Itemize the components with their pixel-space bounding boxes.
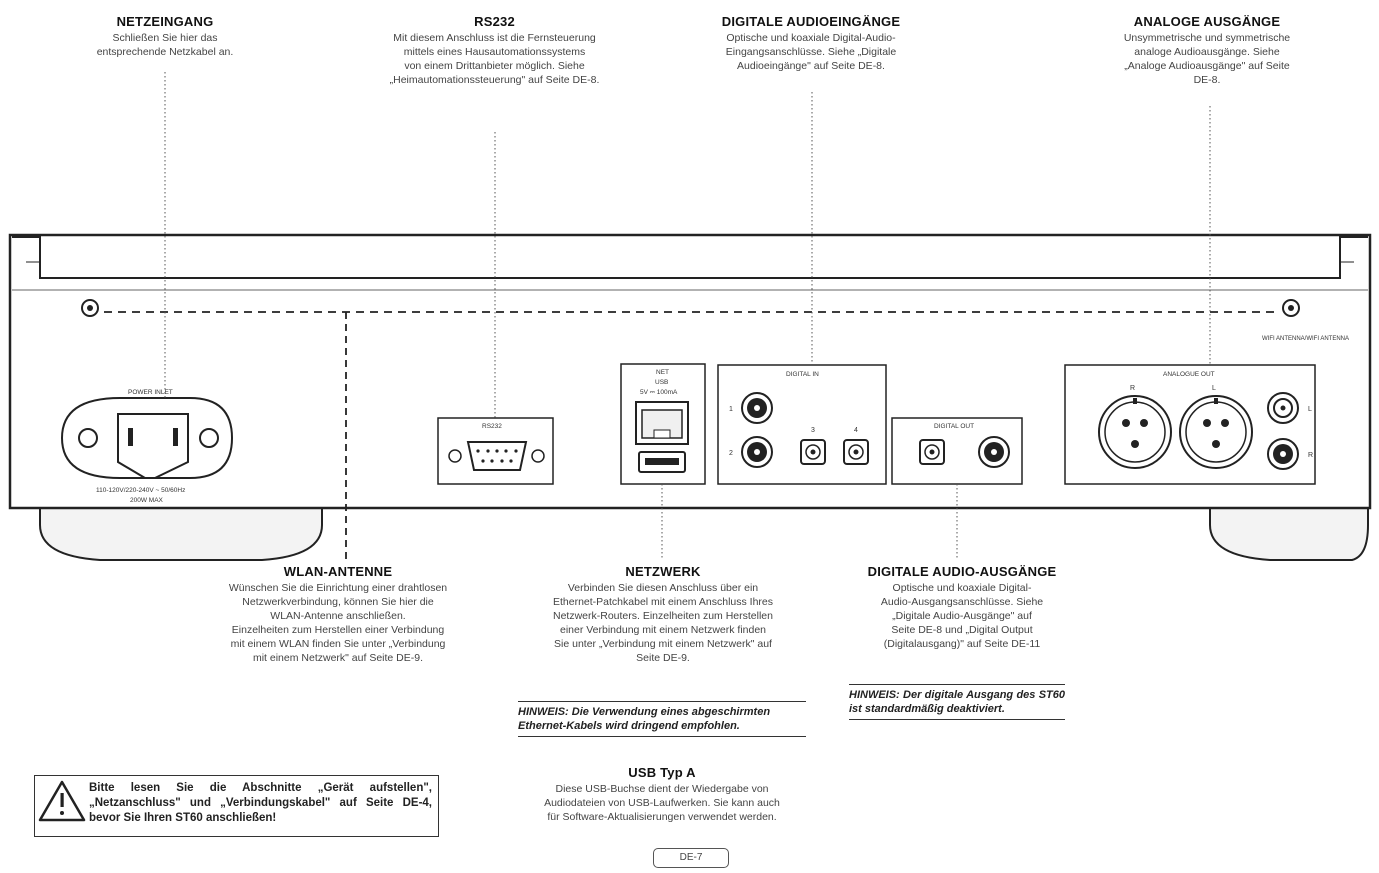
rca-output-right [1267, 438, 1299, 470]
xlr-output-right [1098, 395, 1172, 469]
usb-spec: 5V ⎓ 100mA [640, 389, 678, 396]
ethernet-port [635, 401, 689, 445]
callout-wlan: WLAN-ANTENNE Wünschen Sie die Einrichtun… [188, 564, 488, 665]
warning-box: Bitte lesen Sie die Abschnitte „Gerät au… [34, 775, 439, 837]
coax-input-1 [741, 392, 773, 424]
callout-digital-in-title: DIGITALE AUDIOEINGÄNGE [721, 14, 901, 29]
optical-input-3 [800, 439, 826, 465]
digital-out-label: DIGITAL OUT [934, 423, 974, 430]
callout-rs232: RS232 Mit diesem Anschluss ist die Ferns… [352, 14, 637, 87]
usb-port [638, 451, 686, 473]
callout-network-text: Verbinden Sie diesen Anschluss über ein … [552, 582, 774, 664]
callout-power-title: NETZEINGANG [116, 14, 214, 29]
din-3-label: 3 [811, 427, 815, 434]
callout-wlan-title: WLAN-ANTENNE [283, 564, 393, 579]
digital-in-label: DIGITAL IN [786, 371, 819, 378]
power-spec-1: 110-120V/220-240V ~ 50/60Hz [96, 487, 185, 494]
optical-input-4 [843, 439, 869, 465]
page-number: DE-7 [653, 848, 729, 868]
analogue-out-label: ANALOGUE OUT [1163, 371, 1215, 378]
din-2-label: 2 [729, 450, 733, 457]
callout-usb-text: Diese USB-Buchse dient der Wiedergabe vo… [544, 783, 780, 823]
callout-digital-out-title: DIGITALE AUDIO-AUSGÄNGE [867, 564, 1057, 579]
xlr-output-left [1179, 395, 1253, 469]
power-inlet [60, 397, 234, 479]
rca-output-left [1267, 392, 1299, 424]
rca-r-label: R [1308, 452, 1313, 459]
antenna-label: WIFI ANTENNA/WIFI ANTENNA [1262, 336, 1349, 342]
rca-l-label: L [1308, 406, 1312, 413]
antenna-connector-left [81, 299, 99, 317]
callout-digital-in-text: Optische und koaxiale Digital-Audio- Ein… [725, 32, 897, 72]
callout-power: NETZEINGANG Schließen Sie hier das entsp… [75, 14, 255, 59]
optical-output [919, 439, 945, 465]
xlr-l-label: L [1212, 385, 1216, 392]
din-4-label: 4 [854, 427, 858, 434]
callout-network: NETZWERK Verbinden Sie diesen Anschluss … [508, 564, 818, 665]
coax-input-2 [741, 436, 773, 468]
callout-digital-out-text: Optische und koaxiale Digital- Audio-Aus… [880, 582, 1044, 650]
callout-rs232-text: Mit diesem Anschluss ist die Fernsteueru… [389, 32, 600, 86]
callout-digital-in: DIGITALE AUDIOEINGÄNGE Optische und koax… [680, 14, 942, 73]
callout-usb-title: USB Typ A [628, 765, 696, 780]
callout-network-title: NETZWERK [625, 564, 701, 579]
coax-output [978, 436, 1010, 468]
net-label: NET [656, 369, 669, 376]
note-digital-out: HINWEIS: Der digitale Ausgang des ST60 i… [849, 684, 1065, 720]
warning-icon [38, 780, 86, 822]
callout-analog-out-text: Unsymmetrische und symmetrische analoge … [1123, 32, 1291, 86]
din-1-label: 1 [729, 406, 733, 413]
callout-analog-out: ANALOGE AUSGÄNGE Unsymmetrische und symm… [1082, 14, 1332, 87]
callout-wlan-text: Wünschen Sie die Einrichtung einer draht… [228, 582, 448, 664]
callout-digital-out: DIGITALE AUDIO-AUSGÄNGE Optische und koa… [842, 564, 1082, 651]
usb-label: USB [655, 379, 668, 386]
xlr-r-label: R [1130, 385, 1135, 392]
rs232-label: RS232 [482, 423, 502, 430]
callout-analog-out-title: ANALOGE AUSGÄNGE [1133, 14, 1281, 29]
callout-rs232-title: RS232 [474, 14, 515, 29]
note-network: HINWEIS: Die Verwendung eines abgeschirm… [518, 701, 806, 737]
power-spec-2: 200W MAX [130, 497, 164, 504]
power-inlet-label: POWER INLET [128, 389, 173, 396]
antenna-connector-right [1282, 299, 1300, 317]
callout-usb: USB Typ A Diese USB-Buchse dient der Wie… [492, 765, 832, 824]
rs232-port [448, 441, 545, 471]
callout-power-text: Schließen Sie hier das entsprechende Net… [96, 32, 234, 58]
warning-text: Bitte lesen Sie die Abschnitte „Gerät au… [89, 782, 432, 824]
